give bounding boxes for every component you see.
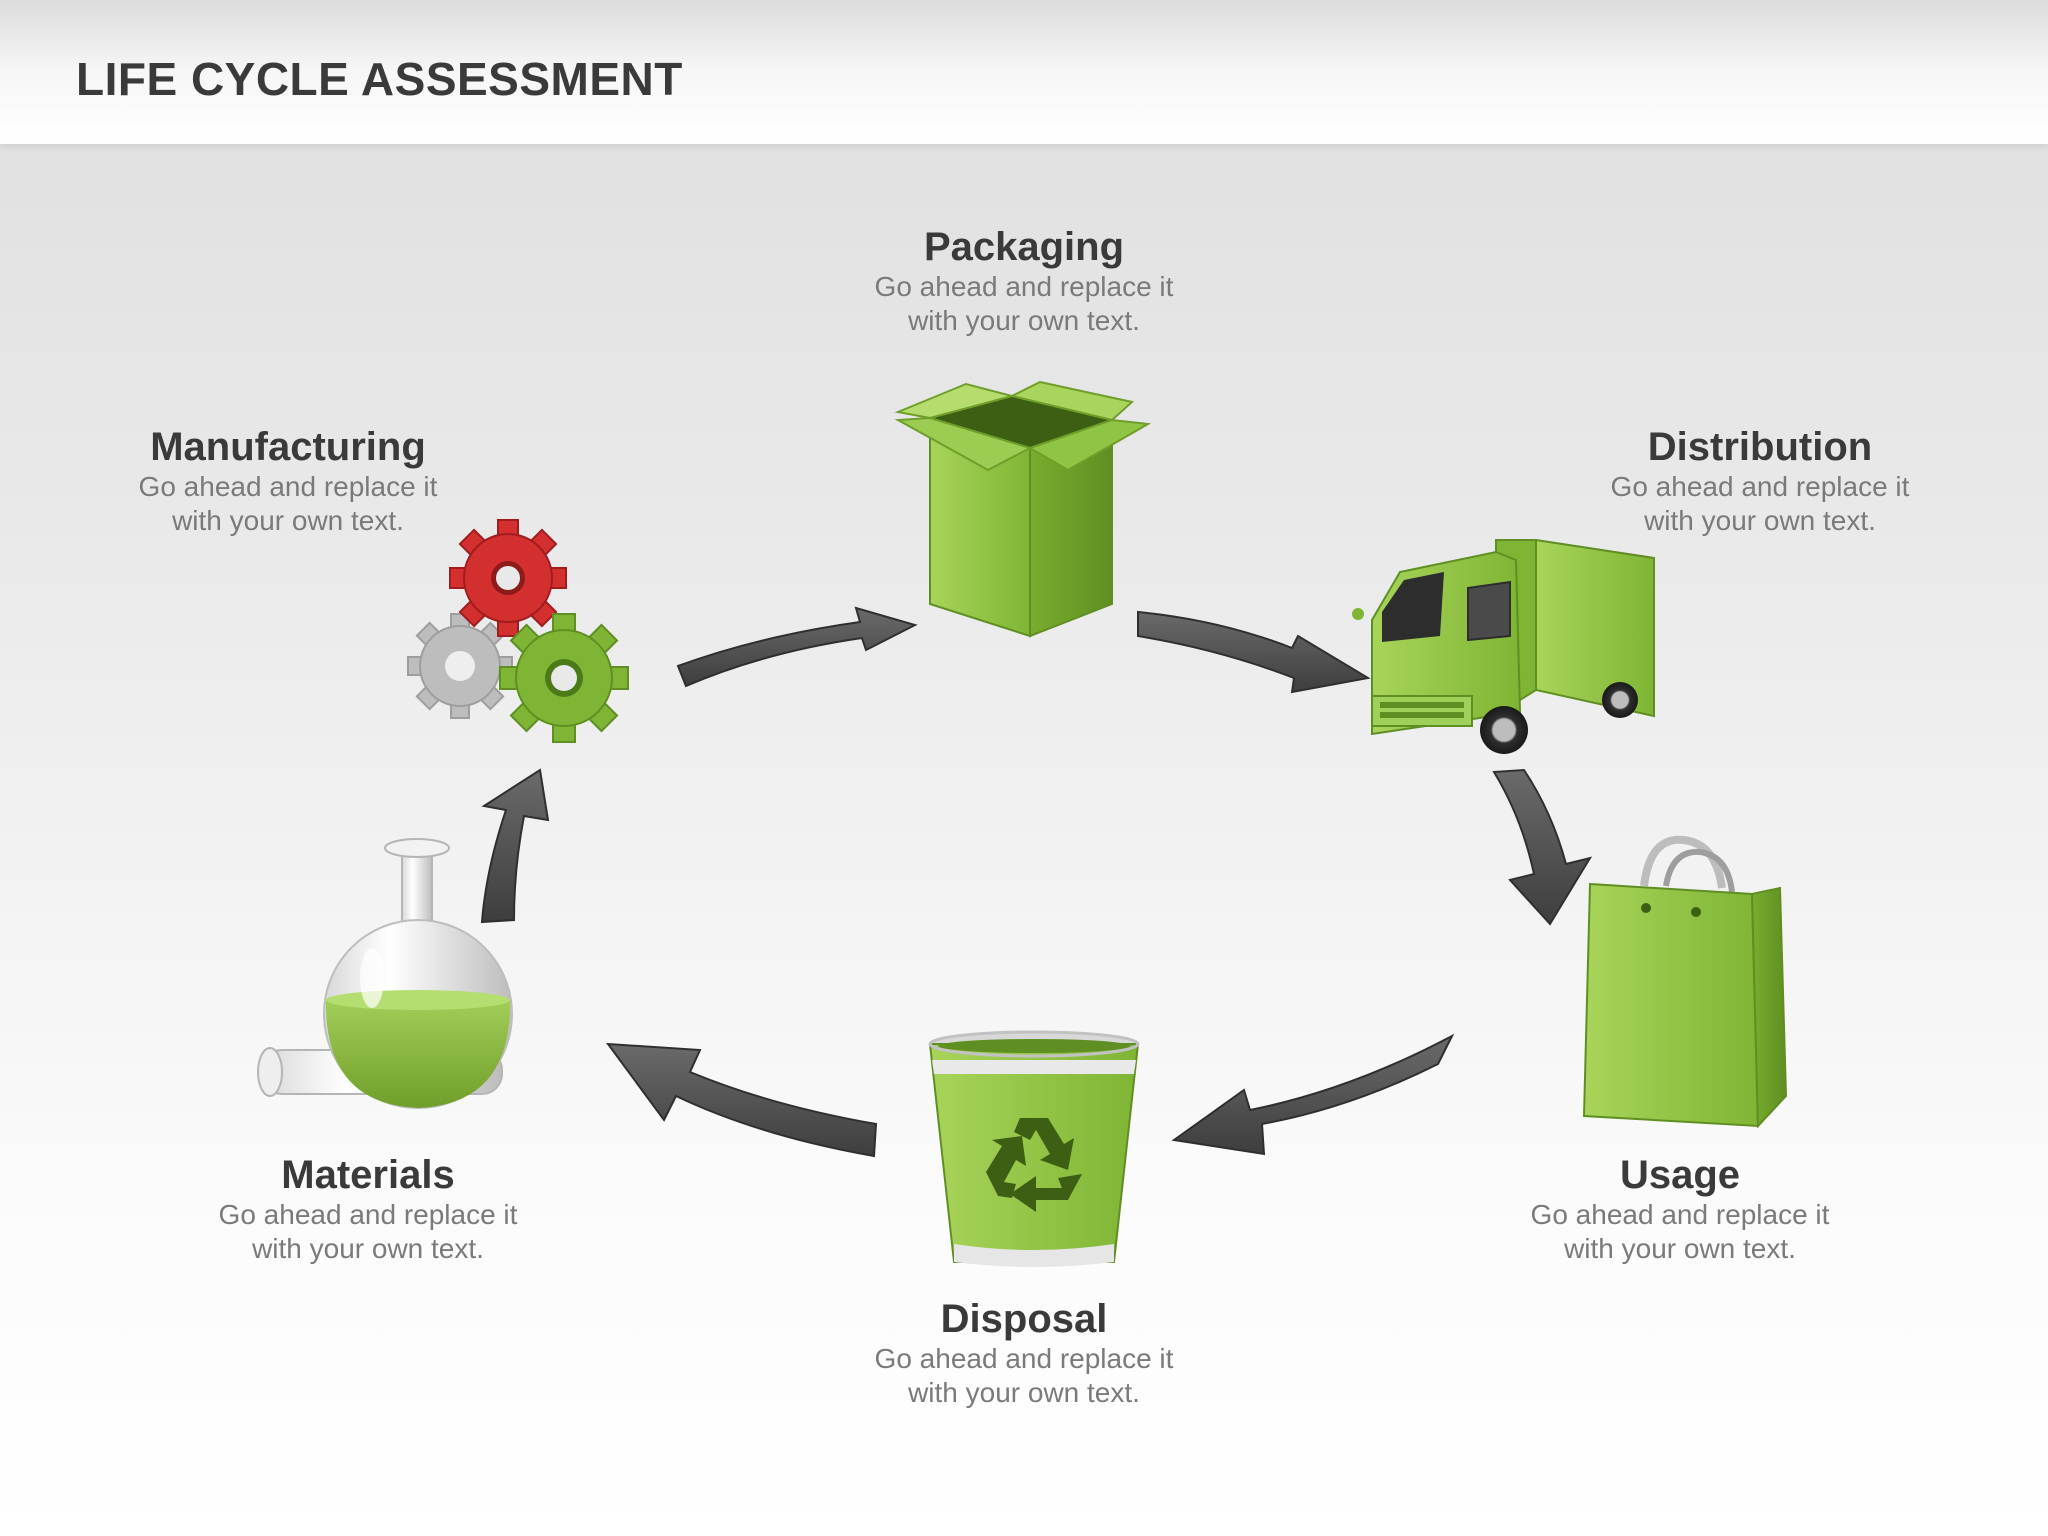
- stage-manufacturing: Manufacturing Go ahead and replace it wi…: [78, 424, 498, 538]
- gears-icon: [407, 519, 629, 743]
- stage-title-distribution: Distribution: [1647, 425, 1873, 469]
- stage-disposal: Disposal Go ahead and replace it with yo…: [814, 1296, 1234, 1410]
- stage-title-usage: Usage: [1619, 1153, 1741, 1197]
- stage-desc-line2-materials: with your own text.: [252, 1233, 484, 1264]
- box-icon: [894, 380, 1152, 638]
- stage-desc-line2-manufacturing: with your own text.: [172, 505, 404, 536]
- stage-title-disposal: Disposal: [940, 1297, 1108, 1341]
- stage-desc-line1-materials: Go ahead and replace it: [218, 1199, 518, 1230]
- shopping-bag-icon: [1582, 835, 1788, 1129]
- stage-title-materials: Materials: [281, 1153, 455, 1197]
- stage-materials: Materials Go ahead and replace it with y…: [158, 1152, 578, 1266]
- stage-desc-line1-distribution: Go ahead and replace it: [1610, 471, 1910, 502]
- stage-desc-line2-distribution: with your own text.: [1644, 505, 1876, 536]
- arrow-usage-to-disposal: [1171, 1033, 1455, 1156]
- arrow-disposal-to-materials: [605, 1042, 878, 1158]
- stage-desc-line2-disposal: with your own text.: [908, 1377, 1140, 1408]
- arrow-distribution-to-usage: [1492, 768, 1593, 926]
- flask-icon: [257, 838, 513, 1109]
- page-title: LIFE CYCLE ASSESSMENT: [76, 53, 683, 105]
- stage-desc-line1-usage: Go ahead and replace it: [1530, 1199, 1830, 1230]
- stage-distribution: Distribution Go ahead and replace it wit…: [1550, 424, 1970, 538]
- arrow-packaging-to-distribution: [1137, 610, 1371, 694]
- arrow-materials-to-manufacturing: [480, 768, 550, 924]
- green-gear: [499, 613, 629, 743]
- truck-icon: [1352, 538, 1655, 754]
- stage-desc-line2-packaging: with your own text.: [908, 305, 1140, 336]
- stage-desc-line1-packaging: Go ahead and replace it: [874, 271, 1174, 302]
- stage-desc-line2-usage: with your own text.: [1564, 1233, 1796, 1264]
- gray-gear: [407, 613, 513, 719]
- stage-desc-line1-disposal: Go ahead and replace it: [874, 1343, 1174, 1374]
- stage-title-packaging: Packaging: [923, 225, 1125, 269]
- arrow-manufacturing-to-packaging: [676, 606, 918, 688]
- stage-packaging: Packaging Go ahead and replace it with y…: [814, 224, 1234, 338]
- recycle-bin-icon: [928, 1030, 1140, 1267]
- red-gear: [449, 519, 567, 637]
- stage-title-manufacturing: Manufacturing: [150, 425, 426, 469]
- stage-desc-line1-manufacturing: Go ahead and replace it: [138, 471, 438, 502]
- header-bar: LIFE CYCLE ASSESSMENT: [0, 0, 2048, 144]
- stage-usage: Usage Go ahead and replace it with your …: [1470, 1152, 1890, 1266]
